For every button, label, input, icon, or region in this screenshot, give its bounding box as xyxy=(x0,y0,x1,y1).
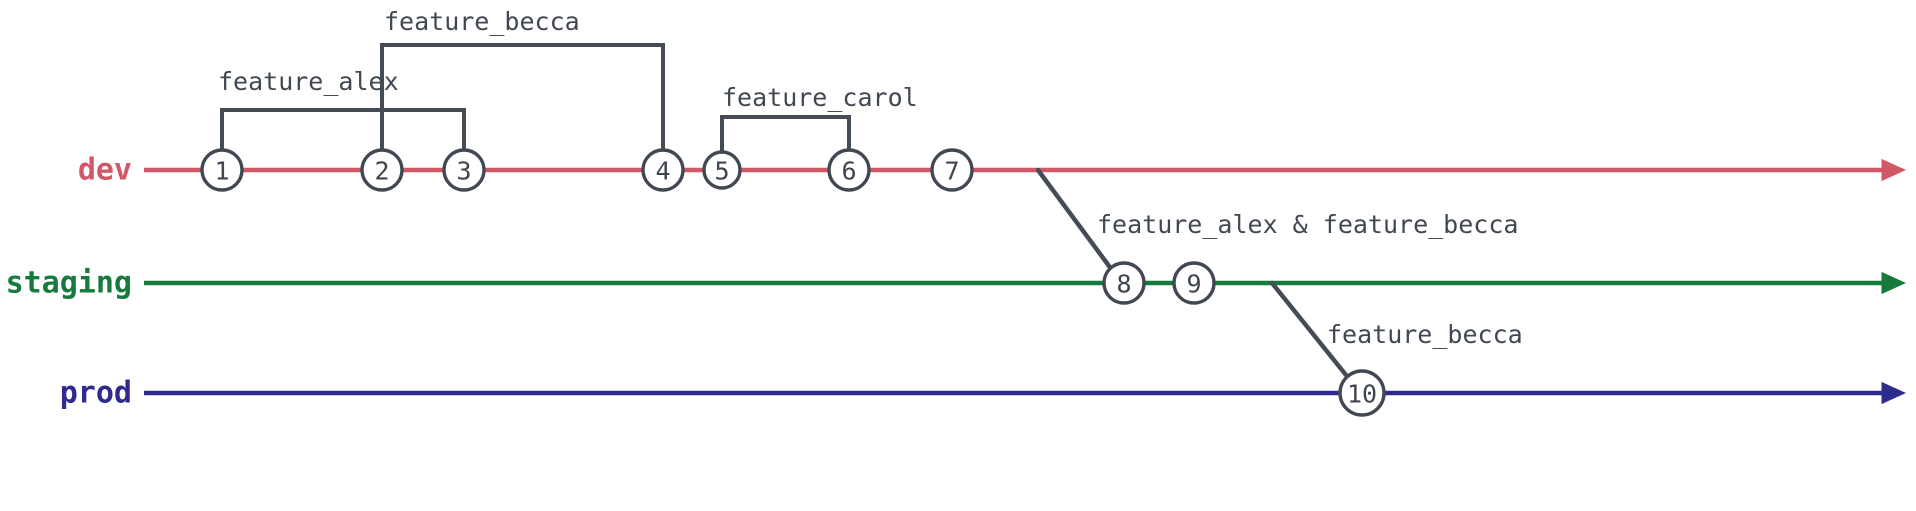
text-labels-group: feature_alexfeature_beccafeature_carolfe… xyxy=(218,7,1523,349)
commit-circle-2[interactable] xyxy=(360,148,404,192)
commit-circle-5[interactable] xyxy=(702,150,742,190)
feature-label-feature_alex: feature_alex xyxy=(218,67,399,96)
commit-node-5[interactable]: 5 xyxy=(702,150,742,190)
commit-number-9: 9 xyxy=(1186,270,1201,299)
bracket-feature_becca xyxy=(380,43,665,150)
branch-label-dev: dev xyxy=(78,153,132,188)
commit-number-1: 1 xyxy=(214,157,229,186)
commit-node-1[interactable]: 1 xyxy=(200,148,244,192)
commit-circle-6[interactable] xyxy=(827,148,871,192)
merge-label-merge-dev-to-staging: feature_alex & feature_becca xyxy=(1097,210,1518,239)
commit-circle-3[interactable] xyxy=(442,148,486,192)
commit-node-4[interactable]: 4 xyxy=(641,148,685,192)
branch-label-prod: prod xyxy=(60,376,132,411)
commit-circle-10[interactable] xyxy=(1338,369,1386,417)
merge-line-merge-dev-to-staging xyxy=(1035,167,1115,273)
branch-label-staging: staging xyxy=(6,266,132,301)
commit-number-10: 10 xyxy=(1347,380,1377,409)
commit-node-6[interactable]: 6 xyxy=(827,148,871,192)
commit-circle-1[interactable] xyxy=(200,148,244,192)
commit-number-5: 5 xyxy=(714,157,729,186)
commit-number-3: 3 xyxy=(456,157,471,186)
commit-node-2[interactable]: 2 xyxy=(360,148,404,192)
commit-node-9[interactable]: 9 xyxy=(1172,261,1216,305)
merge-line-merge-staging-to-prod xyxy=(1269,280,1353,383)
commit-circle-4[interactable] xyxy=(641,148,685,192)
commit-number-6: 6 xyxy=(841,157,856,186)
bracket-feature_carol xyxy=(720,115,851,152)
feature-label-feature_carol: feature_carol xyxy=(722,83,918,112)
commit-number-7: 7 xyxy=(944,157,959,186)
commit-nodes-group: 1 2 3 4 5 6 7 8 9 10 xyxy=(200,148,1386,417)
commit-node-8[interactable]: 8 xyxy=(1102,261,1146,305)
commit-node-3[interactable]: 3 xyxy=(442,148,486,192)
commit-node-10[interactable]: 10 xyxy=(1338,369,1386,417)
commit-number-8: 8 xyxy=(1116,270,1131,299)
commit-number-2: 2 xyxy=(374,157,389,186)
feature-label-feature_becca: feature_becca xyxy=(384,7,580,36)
merge-lines-group xyxy=(1035,167,1353,383)
commit-node-7[interactable]: 7 xyxy=(930,148,974,192)
commit-circle-7[interactable] xyxy=(930,148,974,192)
commit-circle-8[interactable] xyxy=(1102,261,1146,305)
bracket-feature_alex xyxy=(220,108,466,150)
branch-lines-group xyxy=(144,158,1906,405)
branch-labels-group: dev staging prod xyxy=(6,153,132,411)
commit-circle-9[interactable] xyxy=(1172,261,1216,305)
merge-label-merge-staging-to-prod: feature_becca xyxy=(1327,320,1523,349)
commit-number-4: 4 xyxy=(655,157,670,186)
feature-brackets-group xyxy=(220,43,851,152)
